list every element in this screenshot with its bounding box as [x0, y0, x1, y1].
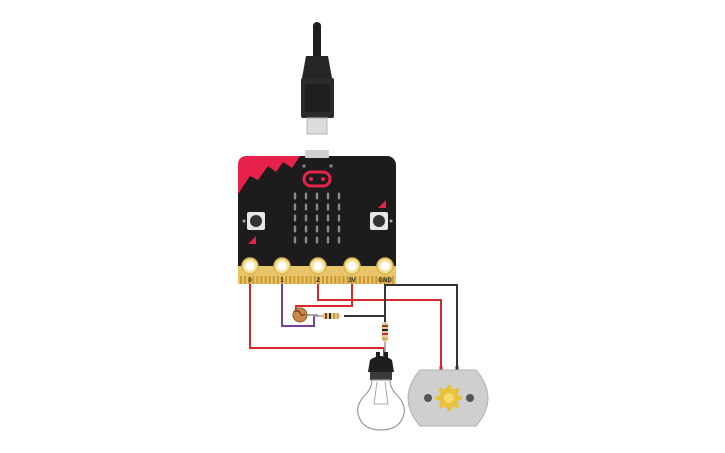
wire-gnd-ldr-resistor[interactable] [344, 285, 386, 317]
usb-cable[interactable] [301, 22, 334, 135]
led [315, 192, 319, 200]
button-a-marker-icon [248, 236, 256, 244]
pin-gnd[interactable]: GND [376, 257, 394, 284]
dc-motor[interactable] [407, 366, 489, 427]
led [337, 192, 341, 200]
led [293, 236, 297, 244]
led [304, 225, 308, 233]
led [293, 214, 297, 222]
led [326, 203, 330, 211]
photoresistor-trace [294, 310, 306, 316]
led [293, 225, 297, 233]
microbit-board[interactable]: 0 1 2 3V GND [238, 150, 396, 284]
led [337, 203, 341, 211]
board-sensor-dot [302, 164, 306, 168]
board-sensor-dot [329, 164, 333, 168]
resistor-ldr[interactable] [314, 313, 340, 319]
pin-label: 0 [248, 278, 252, 284]
wires [249, 276, 458, 366]
pin-group: 0 1 2 3V GND [241, 257, 394, 284]
usb-strain-relief [302, 56, 332, 78]
board-usb-socket [305, 150, 329, 158]
led [293, 203, 297, 211]
photoresistor[interactable] [292, 307, 318, 323]
bulb-base [370, 372, 392, 380]
button-b-marker-icon [378, 200, 386, 208]
led [337, 236, 341, 244]
bulb-socket [368, 356, 394, 372]
usb-plug-grip [305, 84, 330, 112]
led [337, 225, 341, 233]
pin-label: 3V [348, 278, 355, 284]
led [326, 214, 330, 222]
pin-label: GND [378, 278, 392, 284]
led [293, 192, 297, 200]
gear-icon [436, 385, 462, 411]
usb-connector [306, 117, 328, 135]
pin-label: 2 [316, 278, 320, 284]
led [304, 214, 308, 222]
button-b-cap [373, 215, 385, 227]
bulb-glass [357, 379, 405, 431]
microbit-logo-icon [302, 170, 332, 188]
led [304, 192, 308, 200]
pin-1[interactable]: 1 [273, 257, 291, 284]
wire-pin1-junction[interactable] [281, 276, 315, 327]
light-bulb[interactable] [357, 352, 405, 431]
resistor-bulb[interactable] [382, 322, 388, 354]
pin-2[interactable]: 2 [309, 257, 327, 284]
wire-gnd-motor[interactable] [384, 276, 458, 366]
board-corner-accent [238, 156, 300, 194]
wire-pin2-motor[interactable] [317, 276, 442, 366]
button-a[interactable] [242, 212, 266, 230]
led [304, 236, 308, 244]
led-matrix [293, 192, 341, 244]
led [337, 214, 341, 222]
led [326, 236, 330, 244]
led [315, 203, 319, 211]
led [315, 225, 319, 233]
led [326, 225, 330, 233]
button-a-cap [250, 215, 262, 227]
pin-0[interactable]: 0 [241, 257, 259, 284]
button-b[interactable] [370, 212, 393, 230]
bulb-filament [373, 381, 389, 405]
usb-cord [313, 22, 321, 62]
pin-label: 1 [280, 278, 284, 284]
led [326, 192, 330, 200]
led [304, 203, 308, 211]
pin-3v[interactable]: 3V [343, 257, 361, 284]
led [315, 236, 319, 244]
led [315, 214, 319, 222]
